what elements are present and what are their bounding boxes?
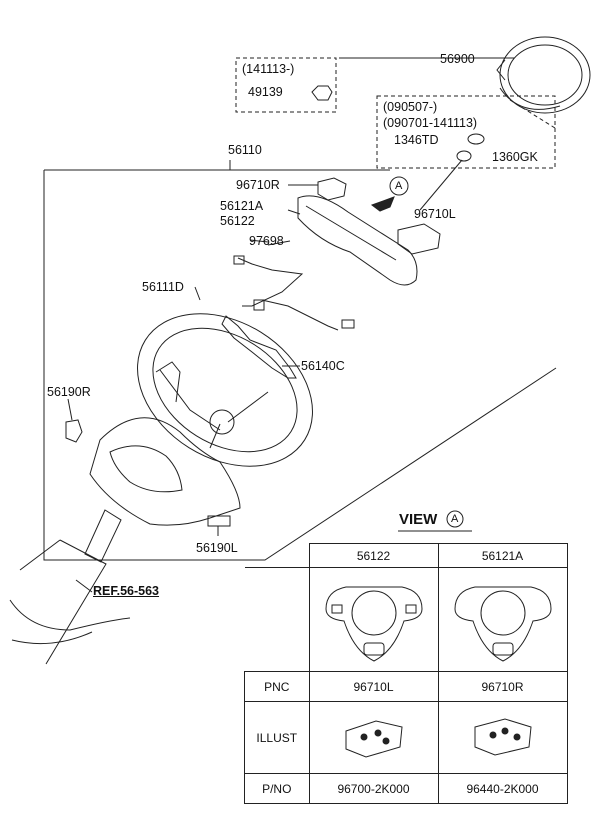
pnc-value-1: 96710R [437,671,568,702]
table-header-0: 56122 [308,543,439,568]
view-circle: A [451,513,459,525]
pno-value-0: 96700-2K000 [308,773,439,804]
label-56121A: 56121A [220,199,264,213]
ref-link: REF.56-563 [93,584,160,598]
illust-switch-96710L [308,701,439,774]
callout-a: A [395,180,403,192]
label-96710L: 96710L [414,207,456,221]
pno-value-1: 96440-2K000 [437,773,568,804]
label-56140C: 56140C [301,359,345,373]
row-label-pnc: PNC [244,671,310,702]
table-header-1: 56121A [437,543,568,568]
pnc-value-0: 96710L [308,671,439,702]
label-49139: 49139 [248,85,283,99]
illust-cover-56122 [308,567,439,672]
label-56122: 56122 [220,214,255,228]
label-56190R: 56190R [47,385,91,399]
label-56111D: 56111D [142,280,184,294]
row-label-pno: P/NO [244,773,310,804]
label-box1-range: (141113-) [242,62,295,76]
row-label-illust: ILLUST [244,701,310,774]
view-title: VIEW [399,511,438,528]
illust-cover-56121A [437,567,568,672]
label-1346TD: 1346TD [394,133,439,147]
label-97698: 97698 [249,234,284,248]
label-56190L: 56190L [196,541,238,555]
label-box2-range1: (090507-) [383,100,438,114]
label-96710R: 96710R [236,178,280,192]
label-56110: 56110 [228,143,262,157]
view-a-table: 56122 56121A [244,543,568,804]
label-box2-range2: (090701-141113) [383,116,478,130]
label-1360GK: 1360GK [492,150,538,164]
illust-switch-96710R [437,701,568,774]
label-56900: 56900 [440,52,475,66]
